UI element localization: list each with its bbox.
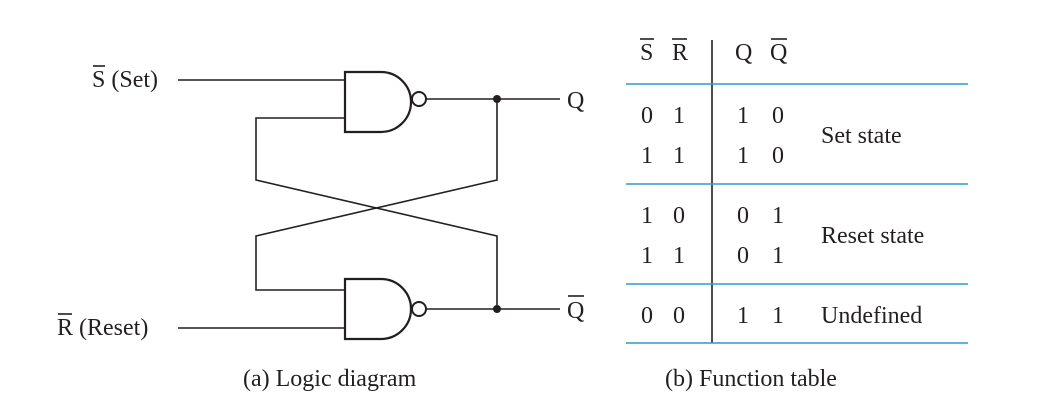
cell-s: 0 [641,103,653,129]
input-s-letter: S [92,67,105,93]
output-qbar-label: Q [567,298,584,324]
cell-qbar: 0 [772,143,784,169]
nand-top-body [343,70,413,134]
cell-qbar: 0 [772,103,784,129]
cell-r: 0 [673,203,685,229]
table-row: 1 1 1 0 [641,143,784,169]
table-row: 0 1 1 0 [641,103,784,129]
header-s: S [640,40,653,66]
table-row: 1 0 0 1 [641,203,784,229]
nand-bottom-body [343,277,413,341]
cell-q: 0 [737,243,749,269]
function-table: S R Q Q 0 1 1 0 1 1 1 0 1 [626,38,968,392]
cell-q: 1 [737,103,749,129]
cell-q: 0 [737,203,749,229]
logic-diagram: S (Set) R (Reset) Q [57,65,584,392]
cell-s: 1 [641,143,653,169]
function-table-caption: (b) Function table [665,366,837,392]
output-q-label: Q [567,88,584,114]
header-q: Q [735,40,752,66]
cell-qbar: 1 [772,303,784,329]
header-r: R [672,40,688,66]
input-r-name: (Reset) [73,315,148,341]
cell-r: 1 [673,103,685,129]
input-r-text: R (Reset) [57,315,148,341]
table-row: 0 0 1 1 [641,303,784,329]
cell-q: 1 [737,143,749,169]
nand-gate-top [343,70,427,134]
cell-q: 1 [737,303,749,329]
nand-top-bubble [411,91,427,107]
cell-r: 1 [673,243,685,269]
cell-r: 1 [673,143,685,169]
cell-qbar: 1 [772,203,784,229]
input-r-letter: R [57,315,73,341]
feedback-q-to-bottom-gate [255,99,498,291]
cell-s: 0 [641,303,653,329]
cell-s: 1 [641,243,653,269]
input-s-name: (Set) [105,67,158,93]
table-header: S R Q Q [640,38,787,66]
nand-bottom-bubble [411,301,427,317]
header-qbar: Q [770,40,787,66]
state-label-reset: Reset state [821,223,924,249]
table-row: 1 1 0 1 [641,243,784,269]
logic-diagram-caption: (a) Logic diagram [243,366,417,392]
input-r-label: R (Reset) [57,313,148,341]
cell-r: 0 [673,303,685,329]
input-s-label: S (Set) [92,65,158,93]
junction-dot-q [493,95,501,103]
state-label-undefined: Undefined [821,303,922,329]
output-qbar: Q [567,295,584,324]
nand-gate-bottom [343,277,427,341]
junction-dot-qbar [493,305,501,313]
cell-qbar: 1 [772,243,784,269]
input-s-text: S (Set) [92,67,158,93]
feedback-qbar-to-top-gate [255,117,498,309]
state-label-set: Set state [821,123,902,149]
cell-s: 1 [641,203,653,229]
